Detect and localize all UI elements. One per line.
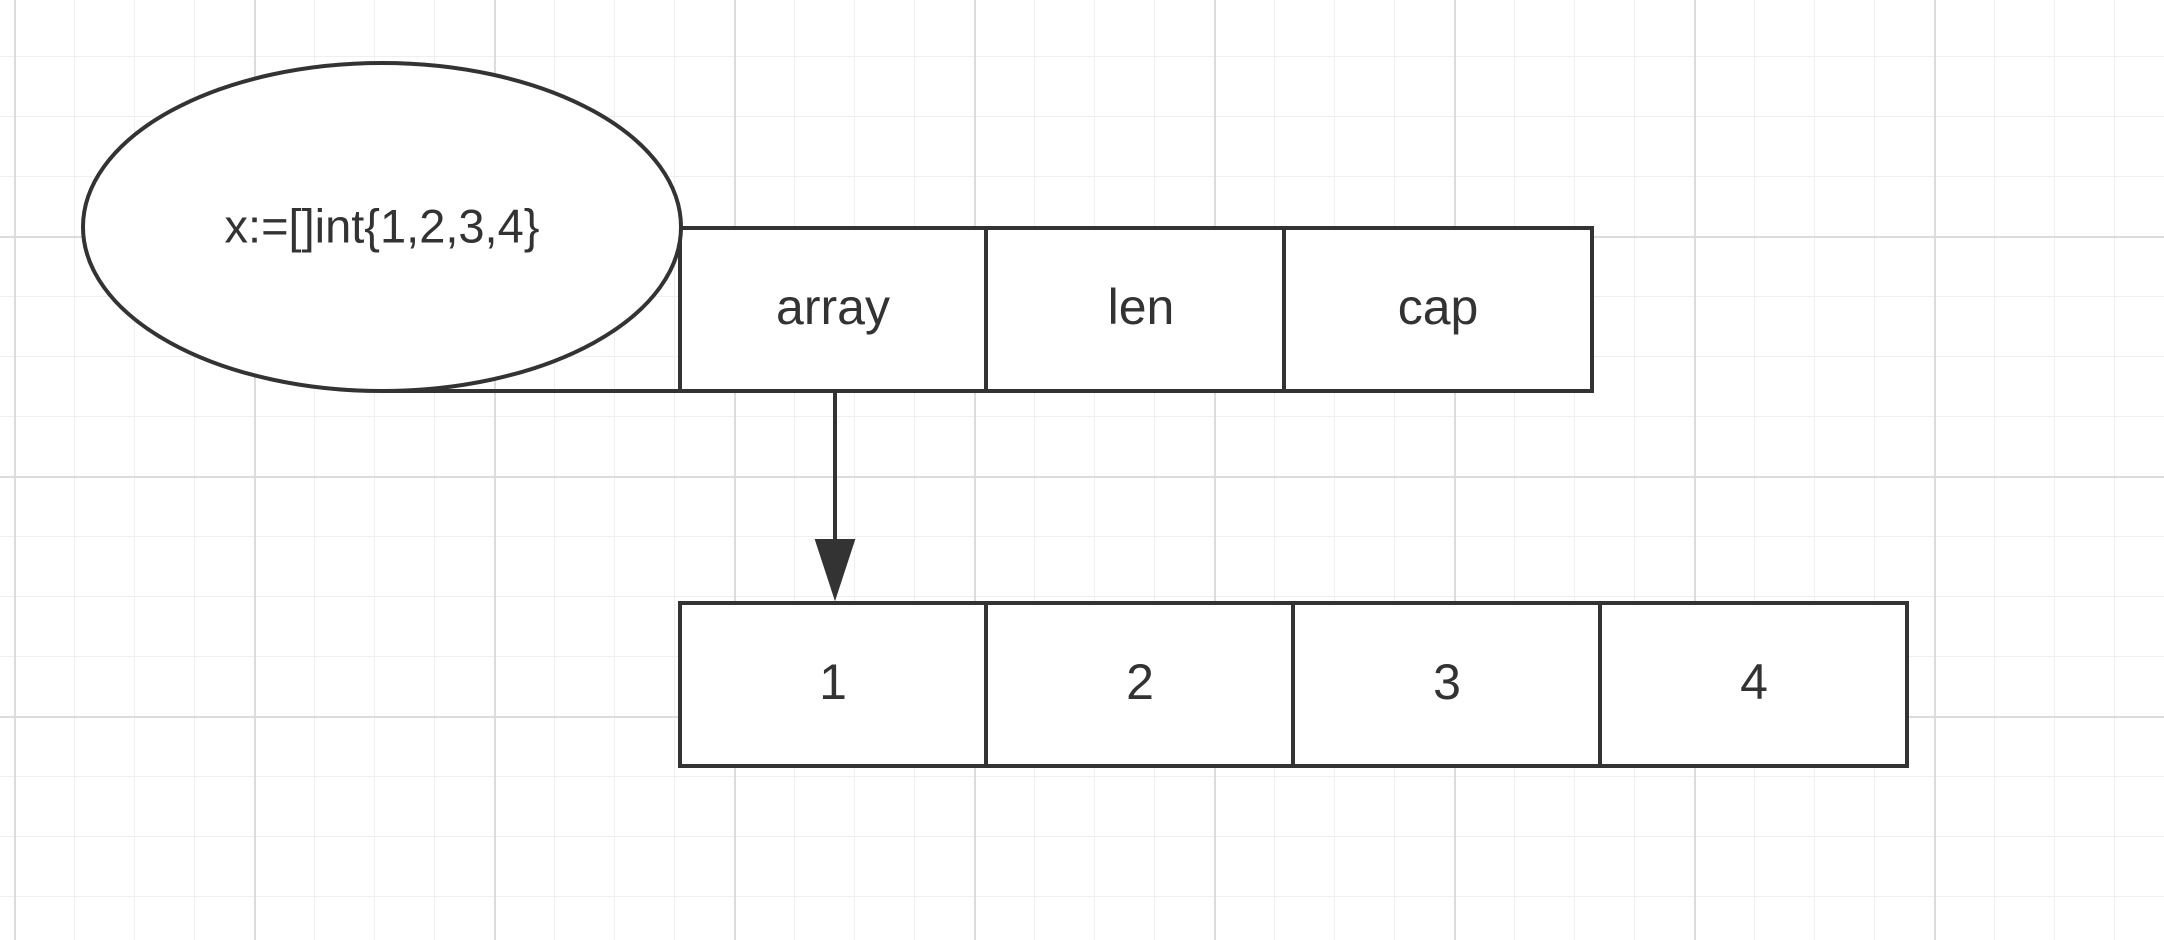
array-cell-4[interactable] bbox=[1598, 601, 1909, 768]
array-value-1: 1 bbox=[819, 654, 847, 710]
header-cell-cap[interactable] bbox=[1282, 226, 1594, 393]
array-value-4: 4 bbox=[1740, 654, 1768, 710]
pointer-arrow bbox=[814, 393, 856, 602]
expression-node: x:=[]int{1,2,3,4} bbox=[81, 61, 683, 393]
header-label-array: array bbox=[776, 279, 890, 335]
array-cell-2[interactable] bbox=[984, 601, 1295, 768]
header-label-cap: cap bbox=[1398, 279, 1479, 335]
slice-header: array len cap bbox=[678, 226, 1594, 393]
arrow-head bbox=[814, 539, 856, 602]
array-value-3: 3 bbox=[1433, 654, 1461, 710]
header-cell-len[interactable] bbox=[984, 226, 1286, 393]
expression-ellipse[interactable] bbox=[81, 61, 683, 393]
array-value-2: 2 bbox=[1126, 654, 1154, 710]
expression-label: x:=[]int{1,2,3,4} bbox=[225, 199, 540, 252]
header-label-len: len bbox=[1108, 279, 1175, 335]
backing-array: 1 2 3 4 bbox=[678, 601, 1909, 768]
